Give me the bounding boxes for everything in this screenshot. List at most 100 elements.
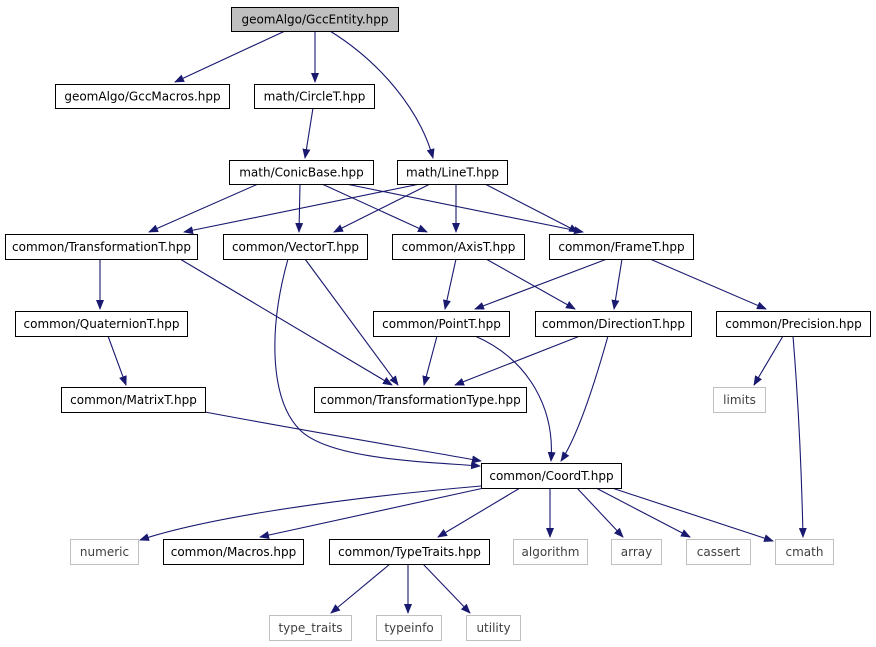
edge-precision-to-cmath <box>792 335 807 538</box>
node-label: geomAlgo/GccEntity.hpp <box>241 13 388 27</box>
edge-coord-to-numeric <box>139 485 482 541</box>
node-utility: utility <box>466 615 521 641</box>
node-box <box>55 84 230 109</box>
node-label: common/DirectionT.hpp <box>542 317 685 331</box>
node-transformation[interactable]: common/TransformationT.hpp <box>5 234 198 260</box>
node-box <box>61 387 206 413</box>
node-frame[interactable]: common/FrameT.hpp <box>549 234 694 260</box>
node-point[interactable]: common/PointT.hpp <box>373 311 510 337</box>
node-box <box>716 311 871 337</box>
node-label: typeinfo <box>384 621 433 635</box>
node-label: cmath <box>786 545 824 559</box>
node-label: common/VectorT.hpp <box>232 240 359 254</box>
edge-coord-to-cmath <box>611 487 774 542</box>
node-label: limits <box>723 393 756 407</box>
node-label: common/Precision.hpp <box>725 317 862 331</box>
edge-direction-to-trans_type <box>454 335 581 386</box>
edge-line-to-frame <box>484 183 579 233</box>
node-label: common/TransformationT.hpp <box>12 240 191 254</box>
edge-axis-to-point <box>443 258 457 310</box>
node-matrix[interactable]: common/MatrixT.hpp <box>61 387 206 413</box>
node-label: common/TransformationType.hpp <box>320 393 521 407</box>
edge-frame-to-direction <box>611 258 623 310</box>
node-box <box>686 539 751 565</box>
edge-gcc_entity-to-gcc_macros <box>174 30 286 83</box>
node-box <box>376 615 442 641</box>
edge-type_traits_h-to-type_traits <box>330 563 391 614</box>
node-box <box>373 311 510 337</box>
edge-quaternion-to-matrix <box>107 335 127 386</box>
node-box <box>713 387 766 413</box>
edge-conic-to-axis <box>321 183 428 233</box>
node-direction[interactable]: common/DirectionT.hpp <box>535 311 692 337</box>
node-typeinfo: typeinfo <box>376 615 442 641</box>
node-trans-type[interactable]: common/TransformationType.hpp <box>314 387 527 413</box>
node-gcc-entity[interactable]: geomAlgo/GccEntity.hpp <box>231 7 399 32</box>
node-label: geomAlgo/GccMacros.hpp <box>64 90 220 104</box>
node-label: common/AxisT.hpp <box>402 240 516 254</box>
node-numeric: numeric <box>70 539 139 565</box>
node-label: math/ConicBase.hpp <box>239 166 364 180</box>
edge-vector-to-trans_type <box>304 258 399 386</box>
edge-matrix-to-coord <box>204 411 482 464</box>
node-box <box>329 539 490 565</box>
node-box <box>5 234 198 260</box>
node-box <box>549 234 694 260</box>
node-macros[interactable]: common/Macros.hpp <box>163 539 304 565</box>
edge-precision-to-limits <box>753 335 784 386</box>
node-label: common/FrameT.hpp <box>558 240 684 254</box>
node-box <box>481 463 622 489</box>
node-box <box>535 311 692 337</box>
node-line[interactable]: math/LineT.hpp <box>397 160 508 185</box>
node-label: algorithm <box>522 545 580 559</box>
edge-frame-to-precision <box>649 258 767 310</box>
edge-conic-to-frame <box>345 183 584 235</box>
node-label: math/LineT.hpp <box>406 166 499 180</box>
node-box <box>223 234 368 260</box>
edge-conic-to-transformation <box>148 183 259 233</box>
node-algorithm: algorithm <box>513 539 588 565</box>
edge-line-to-transformation <box>183 183 421 235</box>
edge-coord-to-cassert <box>595 487 691 538</box>
node-box <box>397 160 508 185</box>
edge-coord-to-type_traits_h <box>437 487 521 538</box>
node-precision[interactable]: common/Precision.hpp <box>716 311 871 337</box>
node-box <box>269 615 352 641</box>
node-circle[interactable]: math/CircleT.hpp <box>254 84 375 109</box>
node-box <box>611 539 662 565</box>
edge-frame-to-point <box>474 258 608 310</box>
node-cassert: cassert <box>686 539 751 565</box>
node-box <box>513 539 588 565</box>
edge-vector-to-coord <box>274 258 481 470</box>
node-vector[interactable]: common/VectorT.hpp <box>223 234 368 260</box>
node-label: math/CircleT.hpp <box>264 90 366 104</box>
edge-point-to-coord <box>474 335 556 462</box>
node-label: utility <box>476 621 510 635</box>
node-limits: limits <box>713 387 766 413</box>
edge-type_traits_h-to-utility <box>422 563 471 614</box>
node-conic[interactable]: math/ConicBase.hpp <box>229 160 374 185</box>
node-label: cassert <box>697 545 741 559</box>
node-label: array <box>621 545 652 559</box>
node-cmath: cmath <box>775 539 834 565</box>
node-box <box>314 387 527 413</box>
node-box <box>392 234 525 260</box>
node-quaternion[interactable]: common/QuaternionT.hpp <box>15 311 188 337</box>
node-box <box>466 615 521 641</box>
node-label: common/PointT.hpp <box>382 317 501 331</box>
node-type-traits-h[interactable]: common/TypeTraits.hpp <box>329 539 490 565</box>
edge-axis-to-direction <box>485 258 576 310</box>
node-type-traits: type_traits <box>269 615 352 641</box>
edge-transformation-to-trans_type <box>179 258 393 386</box>
node-gcc-macros[interactable]: geomAlgo/GccMacros.hpp <box>55 84 230 109</box>
node-label: common/MatrixT.hpp <box>70 393 197 407</box>
edge-point-to-trans_type <box>422 335 438 386</box>
node-box <box>254 84 375 109</box>
node-axis[interactable]: common/AxisT.hpp <box>392 234 525 260</box>
node-box <box>229 160 374 185</box>
node-label: common/QuaternionT.hpp <box>24 317 180 331</box>
node-coord[interactable]: common/CoordT.hpp <box>481 463 622 489</box>
edge-coord-to-array <box>576 487 624 538</box>
edge-coord-to-macros <box>259 487 485 539</box>
